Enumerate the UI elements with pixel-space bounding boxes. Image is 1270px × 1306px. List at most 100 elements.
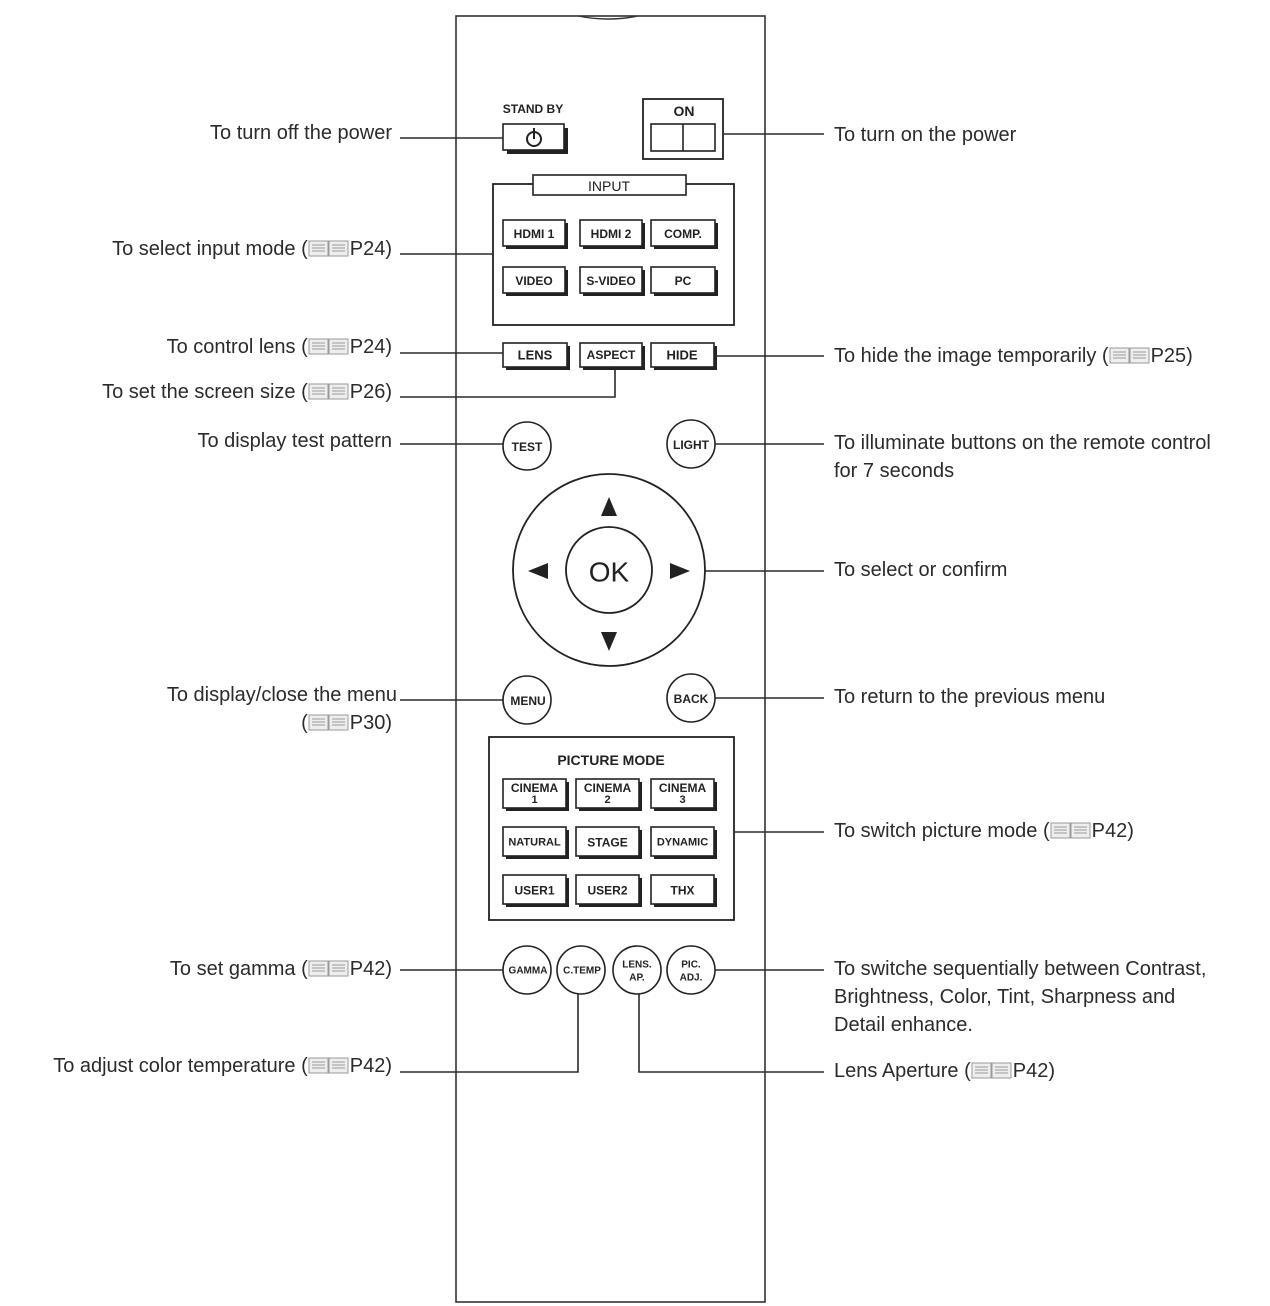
input-button-label: HDMI 1 xyxy=(514,227,555,241)
annotation-ctemp: To adjust color temperature (P42) xyxy=(53,1054,392,1077)
picture-button-label: USER2 xyxy=(587,884,627,898)
annotation-light: To illuminate buttons on the remote cont… xyxy=(834,429,1211,485)
hide-button[interactable] xyxy=(650,342,715,368)
picture-button-cinema-3[interactable] xyxy=(650,778,715,809)
picture-button-label: DYNAMIC xyxy=(657,837,708,849)
ok-button[interactable] xyxy=(565,526,653,614)
ok-label: OK xyxy=(589,557,630,588)
picture-mode-title: PICTURE MODE xyxy=(557,752,664,768)
picture-button-label: CINEMA xyxy=(659,781,707,795)
input-button-video[interactable] xyxy=(502,266,566,294)
picture-mode-group xyxy=(488,736,735,921)
picture-button-dynamic[interactable] xyxy=(650,826,715,857)
manual-book-icon xyxy=(308,237,350,257)
menu-label: MENU xyxy=(510,694,545,708)
test-button[interactable] xyxy=(502,421,552,471)
picture-button-user1[interactable] xyxy=(502,874,567,905)
picture-button-number: 3 xyxy=(679,794,685,806)
arrow-down-icon[interactable] xyxy=(601,632,617,651)
picture-button-stage[interactable] xyxy=(575,826,640,857)
annotation-menu-line-1: To display/close the menu xyxy=(166,684,397,706)
test-label: TEST xyxy=(512,440,543,454)
input-button-label: PC xyxy=(675,274,692,288)
picture-button-cinema-1[interactable] xyxy=(502,778,567,809)
annotation-ok: To select or confirm xyxy=(834,559,1008,581)
annotation-light-line-1: To illuminate buttons on the remote cont… xyxy=(834,432,1211,454)
annotation-menu: To display/close the menu (P30) xyxy=(167,681,397,737)
back-label: BACK xyxy=(674,692,709,706)
annotation-lens-ap: Lens Aperture (P42) xyxy=(834,1059,1055,1082)
annotation-hide: To hide the image temporarily (P25) xyxy=(834,344,1193,367)
annotation-test: To display test pattern xyxy=(197,430,392,452)
lens-ap-label-1: LENS. xyxy=(622,960,652,971)
annotation-screen-size: To set the screen size (P26) xyxy=(102,380,392,403)
arrow-right-icon[interactable] xyxy=(670,563,690,579)
annotation-power-on: To turn on the power xyxy=(834,124,1017,146)
pic-adj-label-2: ADJ. xyxy=(680,973,703,984)
standby-label: STAND BY xyxy=(503,102,563,116)
picture-button-label: THX xyxy=(671,884,695,898)
manual-book-icon xyxy=(308,711,350,731)
annotation-pic-adj: To switche sequentially between Contrast… xyxy=(834,955,1206,1039)
picture-button-natural[interactable] xyxy=(502,826,567,857)
annotation-power-off: To turn off the power xyxy=(210,122,392,144)
pic-adj-label-1: PIC. xyxy=(681,960,701,971)
annotation-pic-adj-line-1: To switche sequentially between Contrast… xyxy=(834,958,1207,980)
lens-label: LENS xyxy=(518,348,553,363)
input-title-box xyxy=(532,174,687,196)
annotation-lens: To control lens (P24) xyxy=(166,335,392,358)
lens-ap-button[interactable] xyxy=(612,945,662,995)
picture-button-number: 1 xyxy=(531,794,537,806)
manual-book-icon xyxy=(1050,819,1092,839)
remote-ir-window xyxy=(577,15,639,20)
input-button-label: S-VIDEO xyxy=(586,274,635,288)
manual-book-icon xyxy=(308,1054,350,1074)
annotation-light-line-2: for 7 seconds xyxy=(834,460,955,482)
lens-button[interactable] xyxy=(502,342,568,368)
annotation-input-mode: To select input mode (P24) xyxy=(112,237,392,260)
input-button-hdmi-2[interactable] xyxy=(579,219,643,247)
input-title: INPUT xyxy=(588,178,630,194)
power-icon xyxy=(526,128,542,147)
arrow-left-icon[interactable] xyxy=(528,563,548,579)
light-label: LIGHT xyxy=(673,438,710,452)
input-button-label: COMP. xyxy=(664,227,702,241)
aspect-button[interactable] xyxy=(579,342,643,368)
manual-book-icon xyxy=(971,1059,1013,1079)
input-button-label: HDMI 2 xyxy=(591,227,632,241)
picture-button-user2[interactable] xyxy=(575,874,640,905)
arrow-up-icon[interactable] xyxy=(601,497,617,516)
annotation-gamma: To set gamma (P42) xyxy=(169,957,392,980)
annotation-pic-adj-line-2: Brightness, Color, Tint, Sharpness and xyxy=(834,986,1176,1008)
picture-button-thx[interactable] xyxy=(650,874,715,905)
ctemp-button[interactable] xyxy=(556,945,606,995)
annotation-back: To return to the previous menu xyxy=(834,686,1106,708)
picture-button-label: CINEMA xyxy=(511,781,559,795)
manual-book-icon xyxy=(308,380,350,400)
picture-button-number: 2 xyxy=(604,794,610,806)
input-button-label: VIDEO xyxy=(515,274,552,288)
manual-book-icon xyxy=(1109,344,1151,364)
input-button-hdmi-1[interactable] xyxy=(502,219,566,247)
manual-book-icon xyxy=(308,957,350,977)
picture-button-label: CINEMA xyxy=(584,781,632,795)
ctemp-label: C.TEMP xyxy=(563,966,601,977)
picture-button-label: STAGE xyxy=(587,836,627,850)
input-buttons: HDMI 1 HDMI 2 COMP. VIDEO S-VIDEO PC xyxy=(502,219,718,296)
hide-label: HIDE xyxy=(666,348,697,363)
input-button-s-video[interactable] xyxy=(579,266,643,294)
lens-ap-label-2: AP. xyxy=(629,973,645,984)
picture-button-cinema-2[interactable] xyxy=(575,778,640,809)
aspect-label: ASPECT xyxy=(587,348,636,362)
gamma-label: GAMMA xyxy=(509,966,548,977)
input-button-comp[interactable] xyxy=(650,219,716,247)
annotation-menu-line-2: (P30) xyxy=(301,711,392,734)
leader-lines xyxy=(400,133,824,1073)
manual-book-icon xyxy=(308,335,350,355)
annotation-pic-adj-line-3: Detail enhance. xyxy=(834,1014,973,1036)
annotation-picture-mode: To switch picture mode (P42) xyxy=(834,819,1134,842)
picture-button-label: USER1 xyxy=(514,884,554,898)
input-button-pc[interactable] xyxy=(650,266,716,294)
